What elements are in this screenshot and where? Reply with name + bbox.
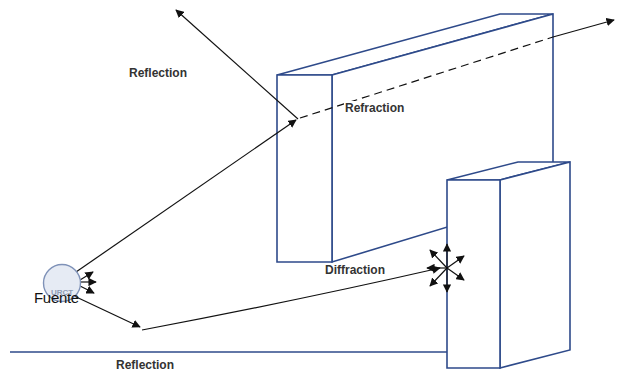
short-building (447, 162, 570, 368)
rays (72, 10, 614, 330)
effect-label: Refraction (344, 101, 405, 115)
effect-label: Reflection (115, 358, 175, 372)
ground-line (10, 351, 447, 353)
effect-label: Reflection (128, 66, 188, 80)
effect-label: Diffraction (324, 263, 386, 277)
source-node: URCTFuente (42, 263, 82, 303)
source-label: Fuente (34, 290, 79, 306)
